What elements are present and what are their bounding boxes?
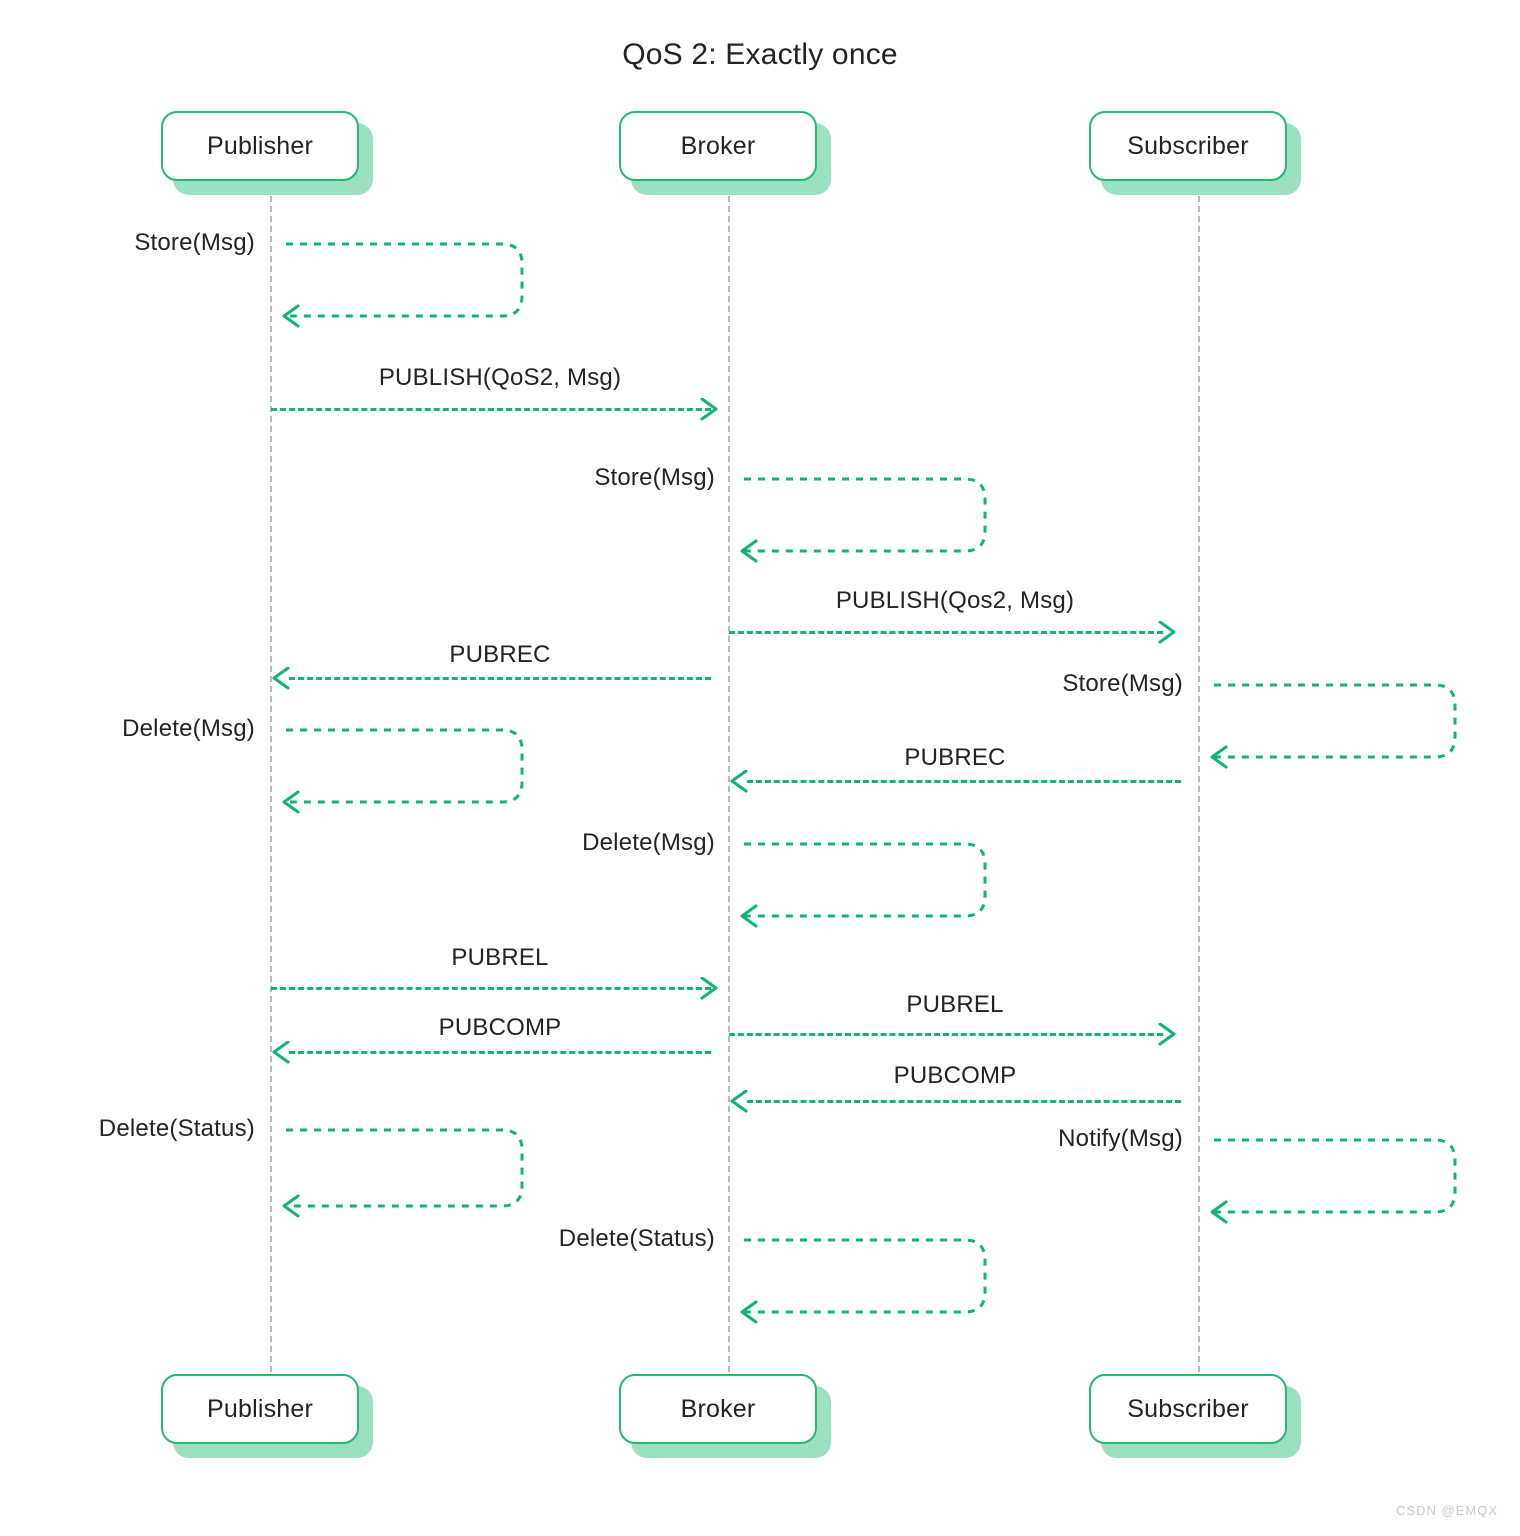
actor-box: Publisher bbox=[161, 111, 359, 181]
actor-box: Subscriber bbox=[1089, 111, 1287, 181]
self-message-m9 bbox=[730, 838, 1005, 928]
actor-box: Broker bbox=[619, 1374, 817, 1444]
message-label-m3: Store(Msg) bbox=[594, 464, 715, 491]
actor-broker-top[interactable]: Broker bbox=[619, 111, 831, 195]
lifeline-publisher bbox=[270, 196, 272, 1372]
message-label-m10: PUBREL bbox=[451, 944, 549, 971]
actor-label: Publisher bbox=[206, 1394, 314, 1423]
message-label-m16: Delete(Status) bbox=[558, 1225, 715, 1252]
message-label-m4: PUBLISH(Qos2, Msg) bbox=[835, 587, 1075, 614]
actor-label: Subscriber bbox=[1127, 1394, 1249, 1423]
message-label-m14: Delete(Status) bbox=[98, 1115, 255, 1142]
message-label-m13: PUBCOMP bbox=[893, 1062, 1017, 1089]
watermark: CSDN @EMQX bbox=[1396, 1503, 1498, 1518]
message-label-m8: PUBREC bbox=[904, 744, 1006, 771]
message-line-m10 bbox=[271, 987, 711, 990]
message-line-m13 bbox=[747, 1100, 1181, 1103]
message-label-m5: PUBREC bbox=[449, 641, 551, 668]
self-message-m16 bbox=[730, 1234, 1005, 1324]
self-message-m1 bbox=[272, 238, 537, 328]
message-label-m12: PUBCOMP bbox=[438, 1014, 562, 1041]
message-line-m4 bbox=[729, 631, 1163, 634]
actor-subscriber-top[interactable]: Subscriber bbox=[1089, 111, 1301, 195]
message-label-m15: Notify(Msg) bbox=[1058, 1125, 1183, 1152]
actor-label: Broker bbox=[680, 1394, 756, 1423]
message-label-m11: PUBREL bbox=[906, 991, 1004, 1018]
self-message-m15 bbox=[1200, 1134, 1475, 1224]
message-label-m1: Store(Msg) bbox=[134, 229, 255, 256]
self-message-m3 bbox=[730, 473, 1005, 563]
message-label-m2: PUBLISH(QoS2, Msg) bbox=[378, 364, 622, 391]
message-label-m7: Delete(Msg) bbox=[122, 715, 255, 742]
actor-broker-bottom[interactable]: Broker bbox=[619, 1374, 831, 1458]
actor-label: Publisher bbox=[206, 131, 314, 160]
actor-publisher-bottom[interactable]: Publisher bbox=[161, 1374, 373, 1458]
message-line-m8 bbox=[747, 780, 1181, 783]
actor-box: Subscriber bbox=[1089, 1374, 1287, 1444]
self-message-m14 bbox=[272, 1124, 537, 1219]
message-line-m5 bbox=[289, 677, 711, 680]
page-title: QoS 2: Exactly once bbox=[622, 38, 898, 71]
actor-publisher-top[interactable]: Publisher bbox=[161, 111, 373, 195]
actor-subscriber-bottom[interactable]: Subscriber bbox=[1089, 1374, 1301, 1458]
message-label-m6: Store(Msg) bbox=[1062, 670, 1183, 697]
actor-box: Broker bbox=[619, 111, 817, 181]
lifeline-broker bbox=[728, 196, 730, 1372]
actor-box: Publisher bbox=[161, 1374, 359, 1444]
message-line-m11 bbox=[729, 1033, 1163, 1036]
self-message-m7 bbox=[272, 724, 537, 814]
actor-label: Broker bbox=[680, 131, 756, 160]
message-label-m9: Delete(Msg) bbox=[582, 829, 715, 856]
actor-label: Subscriber bbox=[1127, 131, 1249, 160]
self-message-m6 bbox=[1200, 679, 1475, 769]
message-line-m2 bbox=[271, 408, 711, 411]
lifeline-subscriber bbox=[1198, 196, 1200, 1372]
message-line-m12 bbox=[289, 1051, 711, 1054]
